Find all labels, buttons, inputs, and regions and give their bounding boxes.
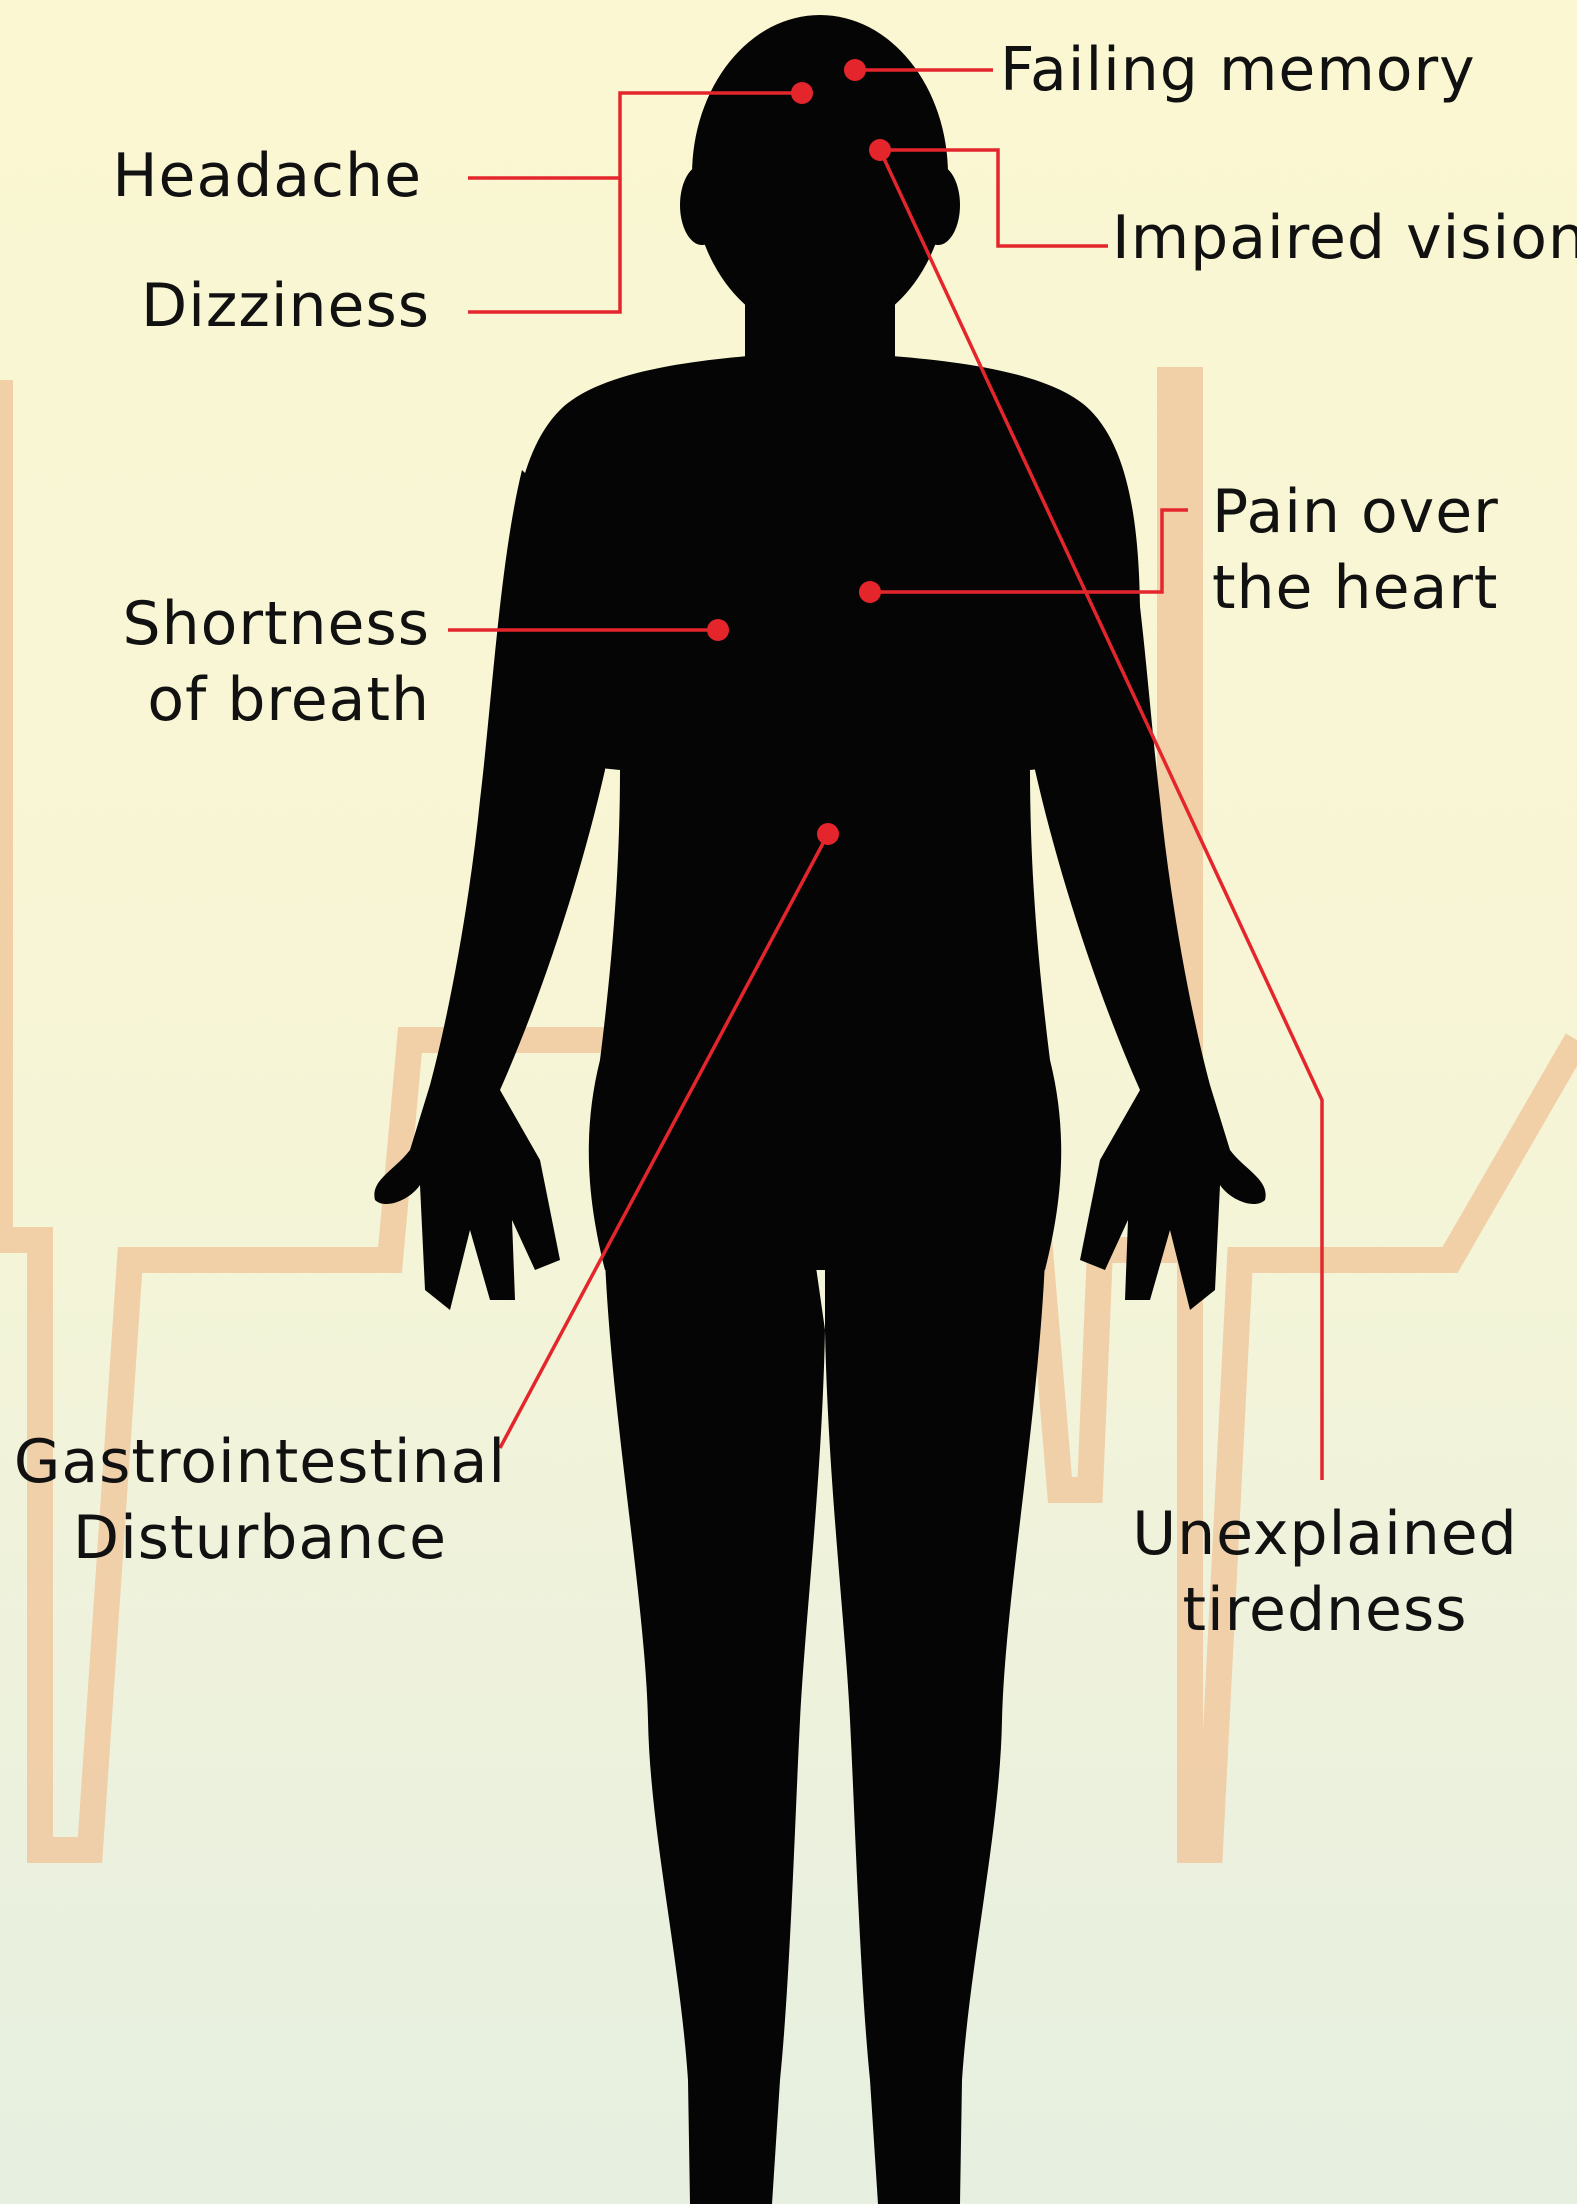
- tiredness-line-2: tiredness: [1100, 1572, 1550, 1648]
- impaired-vision-dot: [869, 139, 891, 161]
- label-headache: Headache: [60, 138, 422, 214]
- breath-dot: [707, 619, 729, 641]
- heart-dot: [859, 581, 881, 603]
- right-ear: [916, 165, 960, 245]
- label-gastro: Gastrointestinal Disturbance: [10, 1424, 510, 1576]
- gastro-line-2: Disturbance: [10, 1500, 510, 1576]
- pain-heart-line-2: the heart: [1212, 550, 1499, 626]
- label-dizziness: Dizziness: [60, 268, 430, 344]
- label-pain-heart: Pain over the heart: [1212, 474, 1499, 626]
- torso: [508, 355, 1140, 1270]
- right-leg: [825, 1260, 1045, 2204]
- headache-dot: [791, 82, 813, 104]
- dizziness-leader: [468, 178, 620, 312]
- left-leg: [605, 1260, 825, 2204]
- tiredness-line-1: Unexplained: [1100, 1496, 1550, 1572]
- label-failing-memory: Failing memory: [1000, 32, 1476, 108]
- gastro-dot: [817, 823, 839, 845]
- shortness-line-2: of breath: [60, 662, 430, 738]
- label-tiredness: Unexplained tiredness: [1100, 1496, 1550, 1648]
- gastro-line-1: Gastrointestinal: [10, 1424, 510, 1500]
- pain-heart-line-1: Pain over: [1212, 474, 1499, 550]
- label-shortness-breath: Shortness of breath: [60, 586, 430, 738]
- human-silhouette: [374, 15, 1265, 2204]
- left-ear: [680, 165, 724, 245]
- failing-memory-dot: [844, 59, 866, 81]
- label-impaired-vision: Impaired vision: [1112, 200, 1577, 276]
- shortness-line-1: Shortness: [60, 586, 430, 662]
